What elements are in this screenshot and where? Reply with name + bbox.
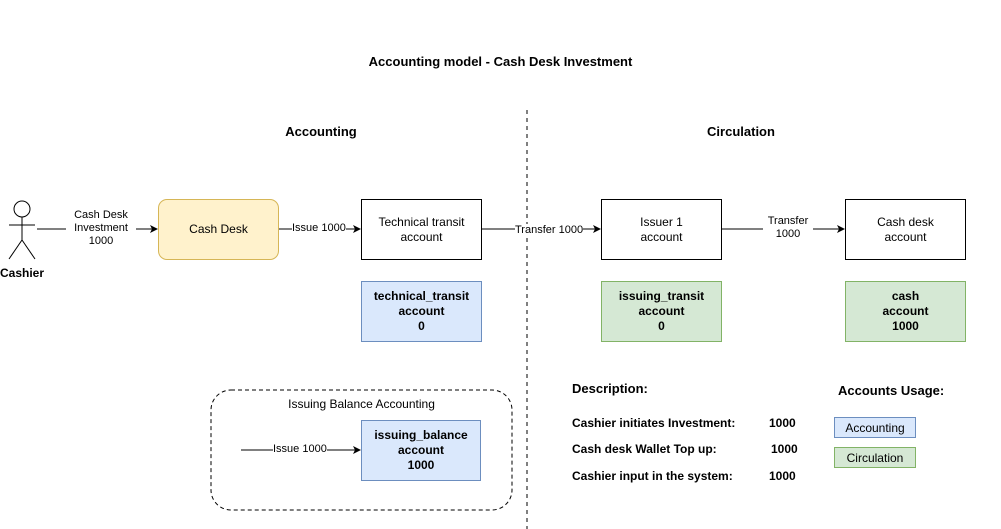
edge-label-transfer-mid: Transfer 1000 [515, 224, 584, 237]
description-heading: Description: [572, 381, 648, 396]
node-label-line: Technical transit [378, 214, 465, 229]
description-row-label: Cashier input in the system: [572, 469, 733, 483]
edge-label-line: Cash Desk [74, 209, 128, 221]
cashier-actor-icon [8, 200, 36, 260]
issuing-balance-group-border [210, 389, 513, 511]
account-issuing-balance[interactable]: issuing_balance account 1000 [361, 420, 481, 481]
account-line: account [638, 304, 685, 318]
legend-item-circulation: Circulation [834, 447, 916, 468]
cashier-label: Cashier [0, 266, 45, 280]
legend-item-accounting: Accounting [834, 417, 916, 438]
description-row-value: 1000 [769, 469, 796, 483]
node-label-line: Cash desk [877, 214, 934, 229]
node-label-line: account [640, 229, 683, 244]
edge-label-issue-balance: Issue 1000 [273, 443, 327, 456]
edge-label-line: Transfer [767, 215, 809, 227]
account-balance: 0 [418, 319, 425, 333]
section-circulation-heading: Circulation [707, 124, 775, 139]
description-row-label: Cash desk Wallet Top up: [572, 442, 717, 456]
node-label-line: account [400, 229, 443, 244]
node-label-line: account [884, 229, 927, 244]
edge-label-line: 1000 [775, 228, 801, 240]
account-issuing-transit[interactable]: issuing_transit account 0 [601, 281, 722, 342]
edge-label-line: Investment [74, 222, 128, 234]
account-cash[interactable]: cash account 1000 [845, 281, 966, 342]
account-line: issuing_transit [618, 289, 705, 303]
legend-heading: Accounts Usage: [838, 383, 945, 398]
account-line: account [398, 304, 445, 318]
legend-label: Accounting [845, 420, 905, 435]
node-cash-desk[interactable]: Cash Desk [158, 199, 279, 260]
description-row-value: 1000 [769, 416, 796, 430]
account-line: account [882, 304, 929, 318]
node-issuer-1[interactable]: Issuer 1 account [601, 199, 722, 260]
account-line: technical_transit [373, 289, 470, 303]
section-accounting-heading: Accounting [285, 124, 357, 139]
account-line: cash [891, 289, 920, 303]
description-row-value: 1000 [771, 442, 798, 456]
edge-label-transfer-right: Transfer 1000 [763, 215, 813, 241]
account-line: issuing_balance [374, 428, 468, 442]
node-label-line: Issuer 1 [640, 214, 683, 229]
edge-label-line: 1000 [88, 235, 114, 247]
account-balance: 1000 [892, 319, 919, 333]
node-cash-desk-account[interactable]: Cash desk account [845, 199, 966, 260]
group-label: Issuing Balance Accounting [288, 397, 435, 411]
account-balance: 0 [658, 319, 665, 333]
edge-label-investment: Cash Desk Investment 1000 [66, 209, 136, 248]
account-balance: 1000 [407, 458, 435, 472]
node-technical-transit[interactable]: Technical transit account [361, 199, 482, 260]
description-row-label: Cashier initiates Investment: [572, 416, 736, 430]
node-label: Cash Desk [189, 222, 248, 236]
legend-label: Circulation [846, 450, 904, 465]
page-title: Accounting model - Cash Desk Investment [368, 54, 633, 69]
account-technical-transit[interactable]: technical_transit account 0 [361, 281, 482, 342]
edge-label-issue: Issue 1000 [292, 222, 346, 235]
account-line: account [397, 443, 444, 457]
